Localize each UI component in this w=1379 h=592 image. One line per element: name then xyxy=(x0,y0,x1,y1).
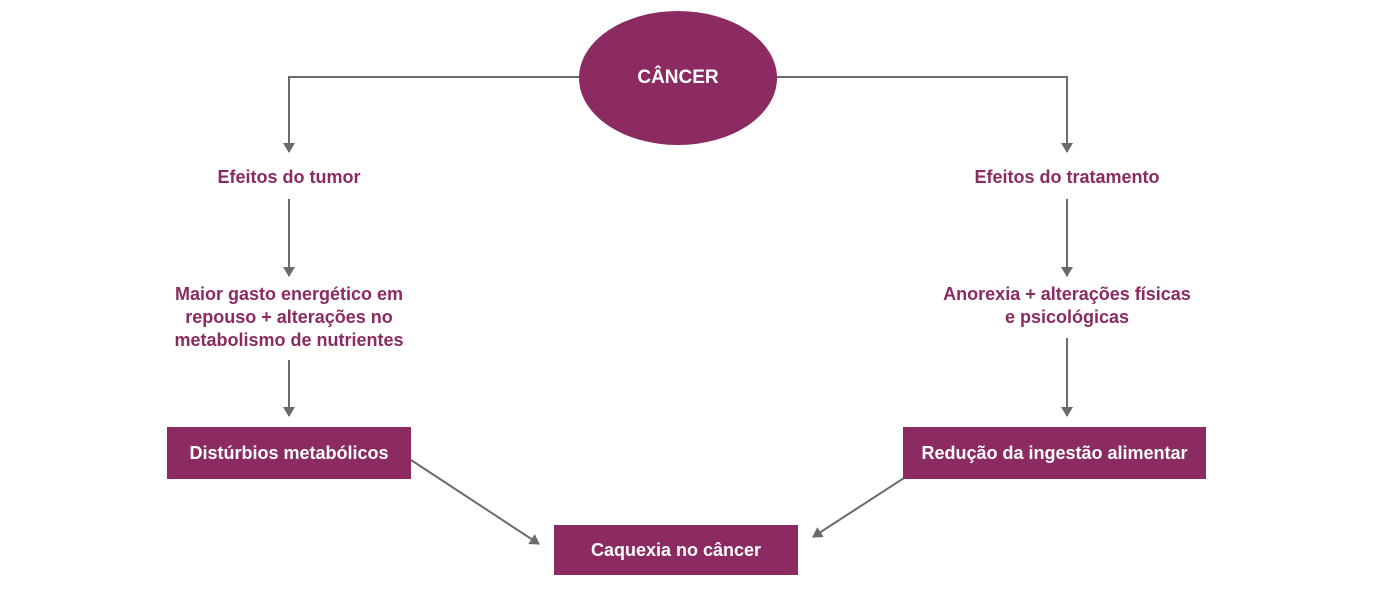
arrow-root-to-right-effect xyxy=(777,76,1073,153)
left-box-label: Distúrbios metabólicos xyxy=(189,442,389,463)
right-detail-label: Anorexia + alterações físicas e psicológ… xyxy=(943,284,1191,327)
arrow-left-box-to-result xyxy=(410,459,540,545)
result-box-label: Caquexia no câncer xyxy=(590,539,762,560)
root-node-cancer: CÂNCER xyxy=(579,11,777,145)
arrow-right-box-to-result xyxy=(812,477,905,538)
right-effect-label: Efeitos do tratamento xyxy=(974,167,1160,187)
right-box-food-intake: Redução da ingestão alimentar xyxy=(903,427,1206,479)
left-box-metabolic-disorders: Distúrbios metabólicos xyxy=(167,427,411,479)
arrow-root-to-left-effect xyxy=(283,76,580,153)
root-node-label: CÂNCER xyxy=(637,67,719,88)
left-detail-label: Maior gasto energético em repouso + alte… xyxy=(174,284,404,350)
left-effect-label: Efeitos do tumor xyxy=(217,167,361,187)
right-box-label: Redução da ingestão alimentar xyxy=(921,442,1188,463)
result-box-cachexia: Caquexia no câncer xyxy=(554,525,798,575)
